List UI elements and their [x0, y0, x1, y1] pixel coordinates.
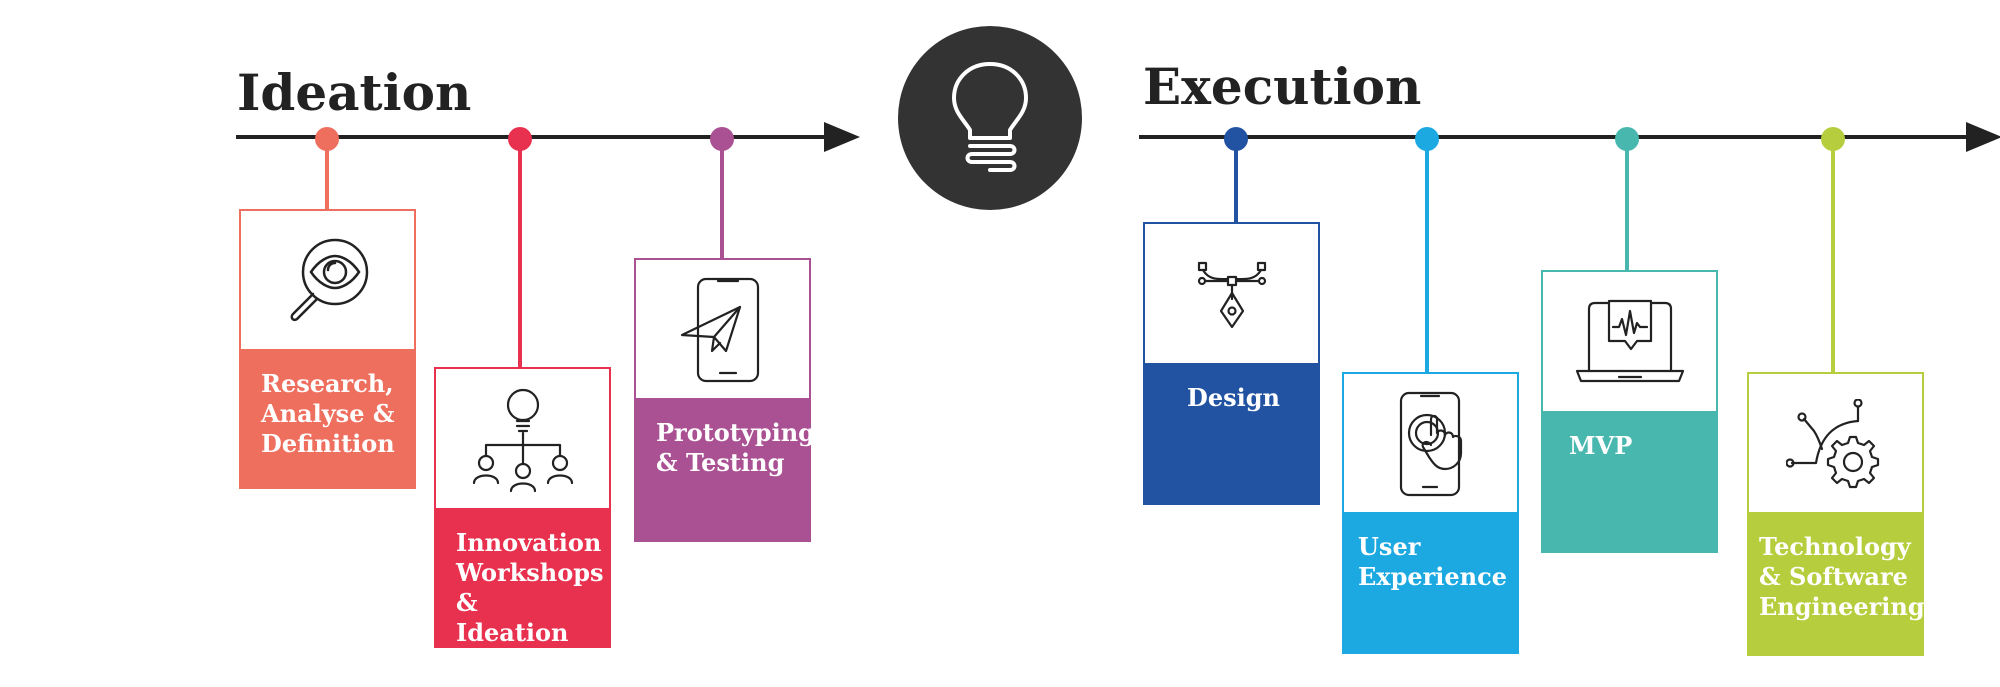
- execution-title: Execution: [1143, 57, 1422, 116]
- ideation-arrow-icon: [824, 122, 860, 152]
- phone-paper-plane-icon: [680, 277, 759, 383]
- card-innovation-label: Innovation Workshops & Ideation: [434, 508, 611, 648]
- pen-tool-bezier-icon: [1197, 261, 1266, 329]
- card-innovation-workshops: Innovation Workshops & Ideation: [434, 367, 611, 648]
- card-technology-label: Technology & Software Engineering: [1747, 512, 1925, 656]
- ideation-2-connector: [518, 148, 522, 369]
- execution-3-connector: [1625, 148, 1629, 272]
- ideation-3-connector: [720, 148, 724, 260]
- card-research-label: Research, Analyse & Definition: [239, 349, 416, 489]
- execution-timeline-axis: [1139, 135, 1971, 139]
- gear-circuit-icon: [1785, 399, 1879, 489]
- ideation-2-marker: [508, 127, 532, 151]
- card-mvp-label: MVP: [1541, 411, 1718, 553]
- card-design: Design: [1143, 222, 1320, 505]
- execution-4-connector: [1831, 148, 1835, 374]
- execution-2-connector: [1425, 148, 1429, 374]
- execution-1-marker: [1224, 127, 1248, 151]
- lightbulb-icon: [952, 62, 1028, 172]
- execution-2-marker: [1415, 127, 1439, 151]
- execution-3-marker: [1615, 127, 1639, 151]
- card-design-label: Design: [1143, 363, 1320, 505]
- ideation-timeline-axis: [236, 135, 828, 139]
- ideation-1-connector: [325, 148, 329, 211]
- ideation-title: Ideation: [237, 63, 472, 122]
- execution-1-connector: [1234, 148, 1238, 224]
- laptop-chat-icon: [1575, 299, 1684, 383]
- lightbulb-badge: [898, 26, 1082, 210]
- card-user-experience: User Experience: [1342, 372, 1519, 654]
- card-ux-label: User Experience: [1342, 512, 1519, 654]
- card-research-analyse-definition: Research, Analyse & Definition: [239, 209, 416, 489]
- card-mvp: MVP: [1541, 270, 1718, 553]
- ideation-3-marker: [710, 127, 734, 151]
- card-technology-engineering: Technology & Software Engineering: [1747, 372, 1925, 656]
- eye-magnifier-icon: [290, 238, 368, 322]
- card-prototyping-label: Prototyping & Testing: [634, 398, 815, 542]
- card-prototyping-testing: Prototyping & Testing: [634, 258, 815, 542]
- team-idea-icon: [472, 388, 573, 493]
- phone-touch-icon: [1399, 391, 1462, 497]
- ideation-1-marker: [315, 127, 339, 151]
- execution-arrow-icon: [1966, 122, 2000, 152]
- execution-4-marker: [1821, 127, 1845, 151]
